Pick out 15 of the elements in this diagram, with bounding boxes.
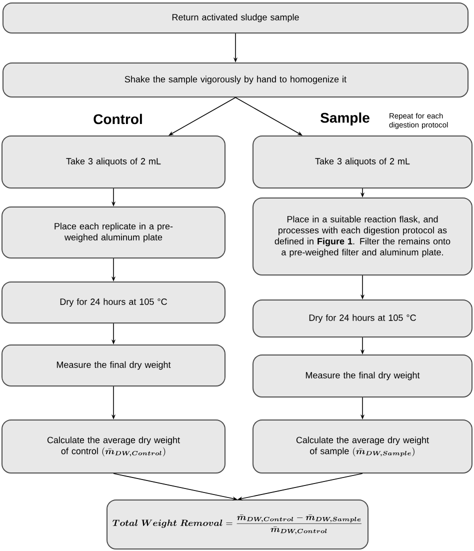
column-heading: Sample xyxy=(320,112,370,126)
process-box: Place in a suitable reaction flask, and processes with each digestion protocol as defined in Figure 1. Filter the remains onto a pre-weighed filter and aluminum plate. xyxy=(252,198,472,276)
process-box: Place each replicate in a pre-weighed aluminum plate xyxy=(2,206,226,258)
process-box: $\boldsymbol{Total\ Weight\ Removal}=\frac{\bar{\boldsymbol{m}}_{\boldsymbol{DW,Control}}-\bar{\boldsymbol{m}}_{\boldsymbol{DW,Sample}}}{\bar{\boldsymbol{m}}_{\boldsymbol{DW,Control}}}$ xyxy=(106,500,368,550)
process-box: Shake the sample vigorously by hand to homogenize it xyxy=(2,62,468,98)
process-box: Dry for 24 hours at 105 °C xyxy=(252,300,472,338)
column-heading: Control xyxy=(94,114,142,124)
process-box: Measure the final dry weight xyxy=(2,344,226,386)
process-box: Calculate the average dry weight of control $(\bar{\boldsymbol{m}}_{\boldsymbol{DW,Control}})$ xyxy=(2,420,226,474)
process-box: Calculate the average dry weight of sample $(\bar{\boldsymbol{m}}_{\boldsymbol{DW,Sample}})$ xyxy=(252,420,472,474)
process-box: Take 3 aliquots of 2 mL xyxy=(252,136,472,188)
process-box: Take 3 aliquots of 2 mL xyxy=(2,136,226,188)
process-box: Dry for 24 hours at 105 °C xyxy=(2,282,226,324)
process-box: Measure the final dry weight xyxy=(252,354,472,398)
process-box: Return activated sludge sample xyxy=(2,2,468,34)
